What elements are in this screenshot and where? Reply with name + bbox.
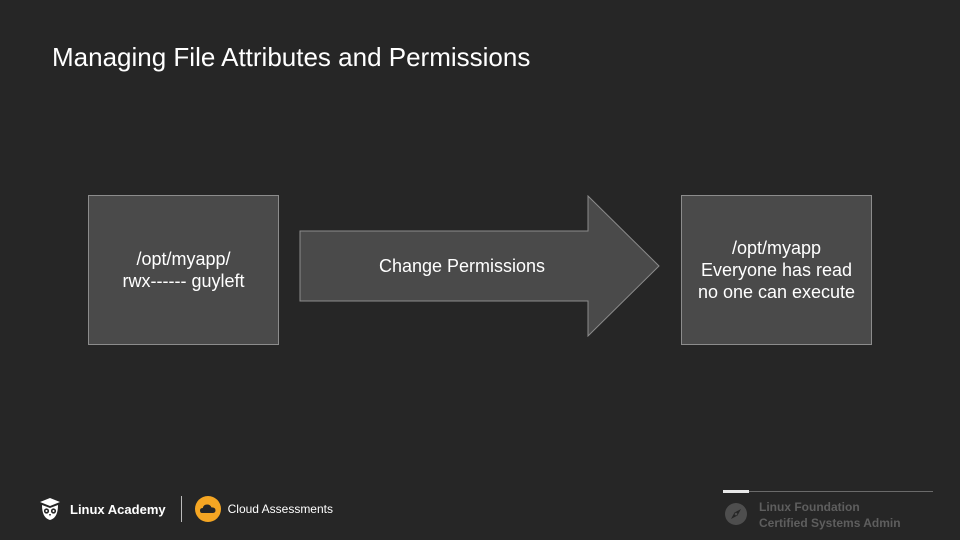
cloud-logo-icon (194, 496, 221, 522)
certification-line2: Certified Systems Admin (759, 516, 901, 530)
result-execute-text: no one can execute (697, 282, 856, 302)
footer-branding: Linux Academy Cloud Assessments (38, 494, 333, 524)
source-mode-text: rwx------ guyleft (122, 271, 245, 291)
source-path-text: /opt/myapp/ (136, 249, 231, 269)
result-permissions-box: /opt/myapp Everyone has read no one can … (681, 195, 872, 345)
certification-badge: Linux Foundation Certified Systems Admin (723, 490, 933, 532)
certification-line1: Linux Foundation (759, 500, 860, 514)
cloud-assessments-label: Cloud Assessments (227, 502, 333, 516)
arrow-label: Change Permissions (378, 256, 546, 276)
linux-academy-label: Linux Academy (70, 501, 166, 517)
compass-icon (725, 503, 747, 525)
owl-logo-icon (40, 498, 60, 520)
result-path-text: /opt/myapp (731, 238, 822, 258)
brand-divider (180, 496, 182, 522)
slide-title: Managing File Attributes and Permissions (52, 42, 531, 72)
source-permissions-box: /opt/myapp/ rwx------ guyleft (88, 195, 279, 345)
badge-accent (723, 490, 749, 493)
change-arrow (299, 195, 660, 337)
result-read-text: Everyone has read (700, 260, 853, 280)
badge-rule (723, 491, 933, 492)
certification-text: Linux Foundation Certified Systems Admin (759, 499, 901, 531)
